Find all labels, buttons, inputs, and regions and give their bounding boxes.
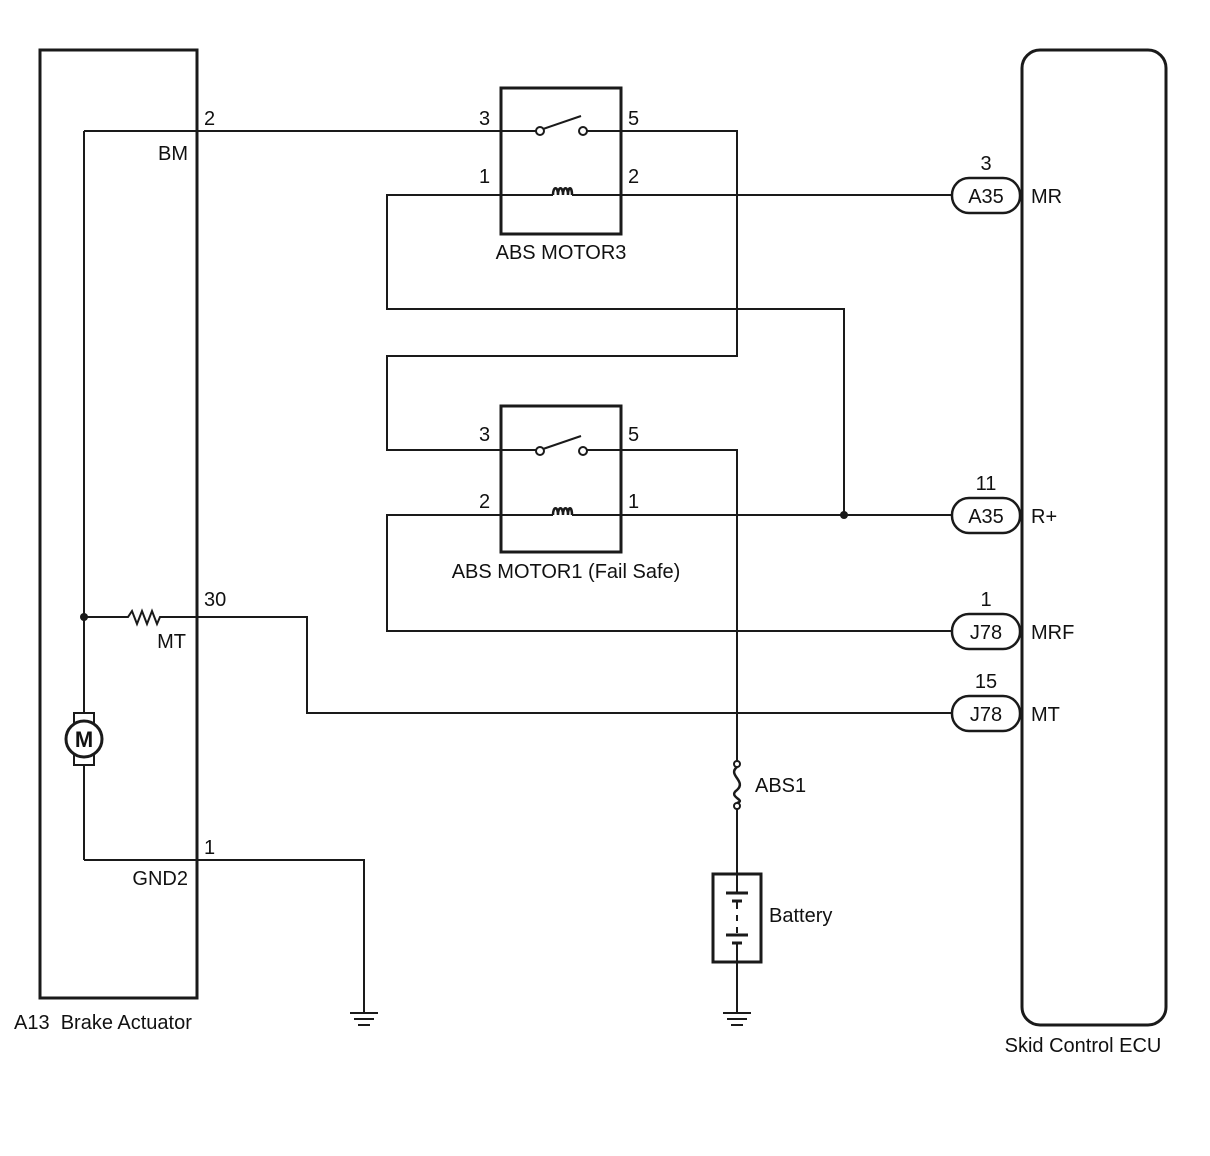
relay1-pin-coil-b: 1 [628, 491, 639, 513]
ground-icon [723, 1012, 751, 1026]
coil-icon [551, 187, 574, 196]
relay3-pin-sw-in: 3 [479, 108, 490, 130]
switch-icon [535, 115, 588, 136]
coil-icon [551, 507, 574, 516]
splice-dot-rplus [840, 511, 848, 519]
fuse: ABS1 [732, 760, 806, 810]
connector-id: A35 [968, 186, 1004, 208]
battery-label: Battery [769, 905, 832, 927]
brake-actuator: A13 Brake Actuator 2 BM 30 MT 1 GND2 M [14, 48, 226, 1034]
relay3-pin-sw-out: 5 [628, 108, 639, 130]
relay1-pin-sw-out: 5 [628, 424, 639, 446]
gnd2-pin: 1 [204, 837, 215, 859]
skid-control-ecu: Skid Control ECU A35 3 MR A35 11 R+ J78 … [950, 48, 1168, 1057]
fuse-label: ABS1 [755, 775, 806, 797]
connector-badge [950, 496, 1022, 535]
connector-id: A35 [968, 506, 1004, 528]
relay-abs-motor3: 3 5 1 2 ABS MOTOR3 [479, 86, 639, 264]
fuse-icon [732, 760, 742, 810]
ecu-terminal-name: MRF [1031, 622, 1074, 644]
ecu-terminal-mrf: J78 1 MRF [950, 589, 1074, 651]
ecu-pin-number: 3 [980, 153, 991, 175]
ecu-terminal-mr: A35 3 MR [950, 153, 1062, 215]
wire-gnd2 [84, 859, 365, 1012]
ecu-terminal-name: MR [1031, 186, 1062, 208]
ecu-label: Skid Control ECU [1005, 1035, 1162, 1057]
wire-relay3-coil1-to-rplus [386, 194, 845, 515]
connector-badge [950, 694, 1022, 733]
switch-icon [535, 435, 588, 456]
brake-actuator-label: A13 Brake Actuator [14, 1012, 192, 1034]
relay3-pin-coil-b: 2 [628, 166, 639, 188]
relay-abs-motor1: 3 5 2 1 ABS MOTOR1 (Fail Safe) [452, 404, 681, 583]
relay1-pin-coil-a: 2 [479, 491, 490, 513]
mt-pin: 30 [204, 589, 226, 611]
wire-relay1-5-to-fuse [584, 449, 738, 762]
ecu-terminal-mt: J78 15 MT [950, 671, 1060, 733]
connector-id: J78 [970, 622, 1002, 644]
ecu-terminal-rplus: A35 11 R+ [950, 473, 1057, 535]
ground-icon [350, 1012, 378, 1026]
relay-motor1-outline [499, 404, 623, 554]
wire-mt-internal [84, 608, 952, 714]
wire-mrf [386, 514, 952, 632]
relay-motor3-label: ABS MOTOR3 [496, 242, 627, 264]
ecu-pin-number: 1 [980, 589, 991, 611]
battery-icon [726, 874, 748, 962]
ecu-terminal-name: R+ [1031, 506, 1057, 528]
bm-pin: 2 [204, 108, 215, 130]
wire-relay3-5-to-relay1-3 [386, 130, 738, 451]
ecu-terminal-name: MT [1031, 704, 1060, 726]
relay3-pin-coil-a: 1 [479, 166, 490, 188]
mt-name: MT [157, 631, 186, 653]
ecu-pin-number: 15 [975, 671, 997, 693]
ecu-outline [1020, 48, 1168, 1027]
connector-badge [950, 612, 1022, 651]
relay-motor1-label: ABS MOTOR1 (Fail Safe) [452, 561, 681, 583]
relay1-pin-sw-in: 3 [479, 424, 490, 446]
relay-motor3-outline [499, 86, 623, 236]
splice-dot-mt [80, 613, 88, 621]
motor-icon: M [64, 712, 104, 766]
bm-name: BM [158, 143, 188, 165]
gnd2-name: GND2 [132, 868, 188, 890]
connector-id: J78 [970, 704, 1002, 726]
ecu-pin-number: 11 [976, 473, 997, 495]
connector-badge [950, 176, 1022, 215]
battery: Battery [711, 872, 832, 964]
motor-symbol: M [75, 727, 93, 752]
brake-actuator-outline [38, 48, 199, 1000]
